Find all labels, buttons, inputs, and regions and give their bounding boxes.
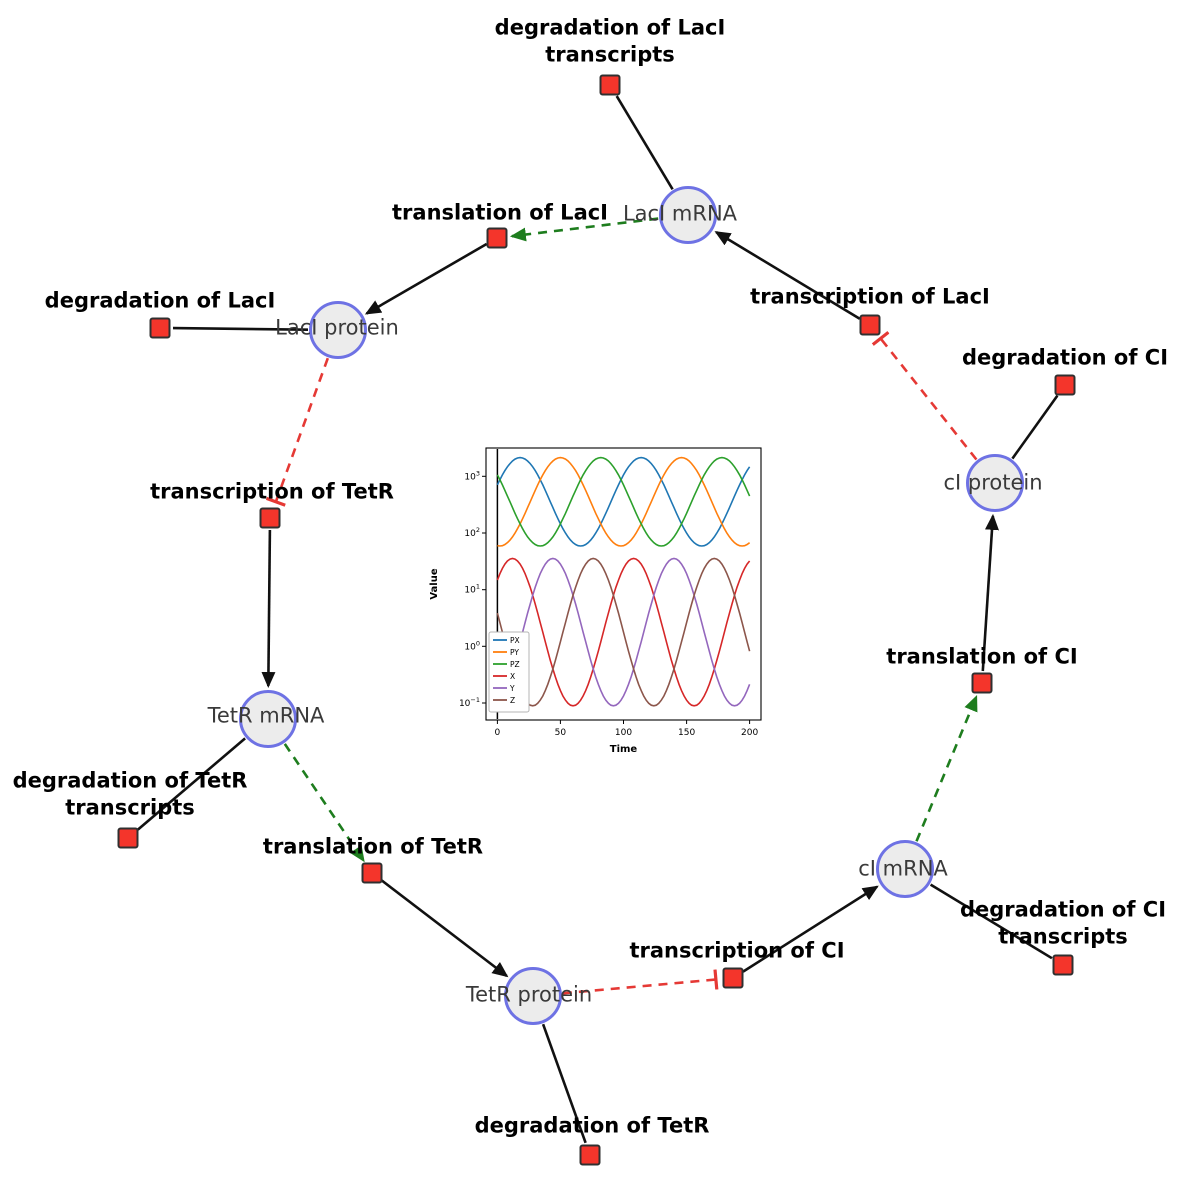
species-node-laci-mrna[interactable] xyxy=(659,186,717,244)
edge-production-transcription-of-laci-to-laci-mrna xyxy=(714,230,861,320)
reaction-node-translation-of-ci[interactable] xyxy=(971,672,993,694)
reaction-node-degradation-of-tetr-transcripts[interactable] xyxy=(117,827,139,849)
edge-consumption-ci-mrna-to-degradation-of-ci-transcripts xyxy=(929,883,1053,960)
edge-modifier-ci-mrna-to-translation-of-ci xyxy=(915,695,978,842)
degradation-of-tetr-label: degradation of TetR xyxy=(474,1113,710,1138)
x-axis-label: Time xyxy=(610,744,638,755)
series-line-PZ xyxy=(496,456,751,547)
x-tick-label: 200 xyxy=(741,728,758,738)
species-node-tetr-mrna[interactable] xyxy=(239,690,297,748)
reaction-node-degradation-of-laci[interactable] xyxy=(149,317,171,339)
edge-consumption-laci-protein-to-degradation-of-laci xyxy=(172,326,309,331)
ci-protein-label: cI protein xyxy=(943,470,1043,495)
legend-label-X: X xyxy=(510,672,515,681)
transcription-of-ci-label: transcription of CI xyxy=(629,938,845,963)
series-line-X xyxy=(496,557,751,707)
legend-label-PX: PX xyxy=(510,636,520,645)
legend-label-Y: Y xyxy=(509,684,515,693)
y-tick-label: 103 xyxy=(464,469,480,482)
legend-label-Z: Z xyxy=(510,696,515,705)
translation-of-tetr-label: translation of TetR xyxy=(262,834,484,859)
series-line-Z xyxy=(496,557,751,707)
laci-mrna-label: LacI mRNA xyxy=(622,201,738,226)
legend-label-PY: PY xyxy=(510,648,519,657)
reaction-node-transcription-of-laci[interactable] xyxy=(859,314,881,336)
tetr-protein-label: TetR protein xyxy=(465,982,593,1007)
laci-protein-label: LacI protein xyxy=(275,315,399,340)
edge-inhibition-ci-protein-to-transcription-of-laci xyxy=(871,330,978,461)
reaction-node-degradation-of-ci-transcripts[interactable] xyxy=(1052,954,1074,976)
translation-of-ci-label: translation of CI xyxy=(886,644,1078,669)
species-node-laci-protein[interactable] xyxy=(309,301,367,359)
edge-inhibition-tetr-protein-to-transcription-of-ci xyxy=(562,969,719,995)
y-tick-label: 101 xyxy=(464,583,480,596)
edge-consumption-tetr-mrna-to-degradation-of-tetr-transcripts xyxy=(137,737,246,831)
y-tick-label: 10−1 xyxy=(459,696,480,709)
edge-consumption-tetr-protein-to-degradation-of-tetr xyxy=(541,1023,587,1144)
series-line-PX xyxy=(496,456,751,547)
reaction-node-degradation-of-ci[interactable] xyxy=(1054,374,1076,396)
translation-of-laci-label: translation of LacI xyxy=(392,200,608,225)
reaction-node-translation-of-tetr[interactable] xyxy=(361,862,383,884)
transcription-of-laci-label: transcription of LacI xyxy=(750,284,990,309)
series-line-PY xyxy=(497,456,751,547)
legend-label-PZ: PZ xyxy=(510,660,520,669)
y-axis-label: Value xyxy=(429,568,440,599)
reaction-node-degradation-of-laci-transcripts[interactable] xyxy=(599,74,621,96)
edge-consumption-laci-mrna-to-degradation-of-laci-transcripts xyxy=(615,95,674,190)
reaction-node-transcription-of-tetr[interactable] xyxy=(259,507,281,529)
edges-group xyxy=(137,95,1059,1144)
edge-production-translation-of-tetr-to-tetr-protein xyxy=(380,879,509,978)
series-line-Y xyxy=(496,557,751,707)
edge-consumption-ci-protein-to-degradation-of-ci xyxy=(1011,394,1059,460)
x-tick-label: 0 xyxy=(495,728,501,738)
x-tick-label: 100 xyxy=(615,728,632,738)
edge-production-translation-of-laci-to-laci-protein xyxy=(364,242,488,315)
y-tick-label: 102 xyxy=(464,526,480,539)
edge-production-transcription-of-ci-to-ci-mrna xyxy=(742,885,879,973)
species-node-ci-protein[interactable] xyxy=(966,454,1024,512)
edge-production-translation-of-ci-to-ci-protein xyxy=(981,513,999,672)
degradation-of-ci-label: degradation of CI xyxy=(961,345,1169,370)
species-node-tetr-protein[interactable] xyxy=(504,967,562,1025)
reaction-node-translation-of-laci[interactable] xyxy=(486,227,508,249)
edge-production-transcription-of-tetr-to-tetr-mrna xyxy=(261,529,276,688)
y-tick-label: 100 xyxy=(464,639,480,652)
x-tick-label: 150 xyxy=(678,728,695,738)
species-node-ci-mrna[interactable] xyxy=(876,840,934,898)
edge-modifier-laci-mrna-to-translation-of-laci xyxy=(509,217,659,242)
reaction-node-transcription-of-ci[interactable] xyxy=(722,967,744,989)
degradation-of-laci-label: degradation of LacI xyxy=(44,288,276,313)
reaction-node-degradation-of-tetr[interactable] xyxy=(579,1144,601,1166)
ci-mrna-label: cI mRNA xyxy=(858,856,948,881)
x-tick-label: 50 xyxy=(555,728,567,738)
edge-modifier-tetr-mrna-to-translation-of-tetr xyxy=(283,743,365,863)
tetr-mrna-label: TetR mRNA xyxy=(207,703,325,728)
transcription-of-tetr-label: transcription of TetR xyxy=(150,479,394,504)
